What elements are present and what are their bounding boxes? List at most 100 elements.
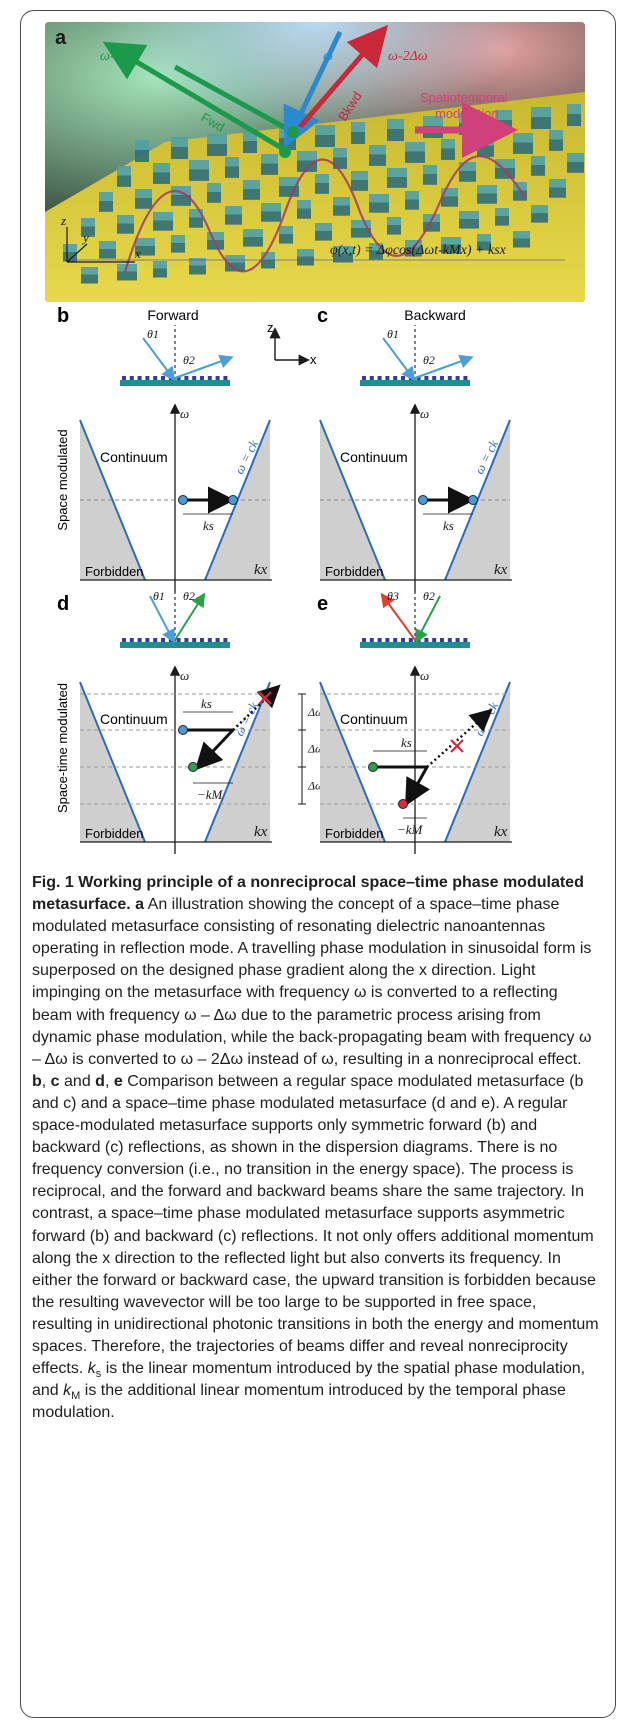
nanoantenna [243,180,260,189]
antenna-dot [377,376,382,380]
nanoantenna [243,131,257,141]
nanoantenna [297,200,311,209]
antenna-dot [122,376,126,380]
antenna-dot [176,638,181,642]
nanoantenna-side [333,205,350,216]
nanoantenna-side [495,120,512,132]
caption-ks-text: is the linear momentum introduced by the… [32,1360,586,1400]
delta-omega-label: Δω [307,779,324,793]
nanoantenna [513,182,527,191]
nanoantenna [441,139,455,149]
forbidden-label: Forbidden [325,826,384,841]
nanoantenna-side [387,129,404,141]
nanoantenna-side [423,174,437,185]
continuum-label: Continuum [100,711,168,727]
incident-beam [149,595,175,644]
nanoantenna [81,218,95,227]
nanoantenna-side [225,166,239,178]
light-line [79,681,146,843]
antenna-dot [153,638,158,642]
antenna-dot [200,638,204,642]
inset-x: x [310,352,317,367]
nanoantenna [513,231,530,239]
nanoantenna [225,206,242,215]
nanoantenna [189,209,203,218]
nanoantenna-side [225,214,242,225]
nanoantenna-side [135,150,149,162]
antenna-dot [192,638,197,642]
nanoantenna [351,220,371,228]
nanoantenna-side [513,142,533,154]
antenna-dot [215,376,220,380]
state-point [398,799,408,809]
panel-e-label: e [317,593,328,615]
forbidden-cross [258,691,272,705]
nanoantenna-side [243,189,260,200]
beam-label-omega-minus-2delta: ω-2Δω [388,49,428,64]
nanoantenna-side [279,234,293,244]
nanoantenna [549,179,566,188]
nanoantenna-side [369,202,389,213]
nanoantenna-side [153,220,173,231]
nanoantenna [459,211,479,219]
nanoantenna-side [333,253,353,263]
nanoantenna-side [405,199,419,210]
nanoantenna [423,165,437,174]
row-label-space: Space modulated [55,429,70,530]
beam-label-omega: ω [323,49,333,64]
nanoantenna [225,255,245,263]
nanoantenna [405,240,422,248]
panel-c-label: c [317,305,328,327]
nanoantenna [387,168,407,177]
km-label: −kM [197,787,224,802]
panel-a-label: a [55,27,67,49]
antenna-dot [145,638,150,642]
caption-figure-label: Fig. 1 [32,874,74,891]
nanoantenna-side [531,213,548,223]
antenna-dot [137,376,142,380]
state-point [178,495,188,505]
backward-title: Backward [404,307,465,323]
antenna-dot [129,638,134,642]
antenna-dot [377,638,382,642]
caption-a-text: An illustration showing the concept of a… [32,896,592,1068]
nanoantenna-side [261,259,275,269]
antenna-dot [184,638,189,642]
antenna-dot [440,376,444,380]
antenna-dot [463,638,468,642]
km-transition [194,728,235,771]
state-point [188,762,198,772]
light-line [79,419,146,581]
antenna-dot [401,638,405,642]
km-transition [405,766,431,807]
antenna-dot [207,376,212,380]
antenna-dot [440,638,444,642]
nanoantenna-side [63,252,77,262]
nanoantenna-side [189,265,206,275]
nanoantenna-side [81,274,98,284]
nanoantenna-side [459,171,476,182]
nanoantenna-side [315,231,332,241]
nanoantenna [63,244,77,252]
antenna-dot [362,376,366,380]
nanoantenna [207,183,221,192]
nanoantenna-side [297,160,317,172]
nanoantenna [117,166,131,176]
panel-b-label: b [57,305,69,327]
forward-title: Forward [147,307,198,323]
phase-equation: φ(x,t) = Δφcos(Δωt-kMx) + ksx [330,243,507,258]
forbidden-cross [450,739,464,753]
nanoantenna-side [99,249,116,259]
nanoantenna [99,241,116,249]
nanoantenna [351,122,365,132]
nanoantenna [387,217,401,225]
forbidden-label: Forbidden [85,564,144,579]
nanoantenna [279,177,299,186]
axis-inset: z x [267,320,317,367]
nanoantenna-side [423,222,440,232]
km-label: −kM [397,822,424,837]
nanoantenna-side [495,216,509,226]
kx-label: kx [254,824,268,840]
axis-z-label: z [60,213,66,228]
nanoantenna [81,267,98,275]
